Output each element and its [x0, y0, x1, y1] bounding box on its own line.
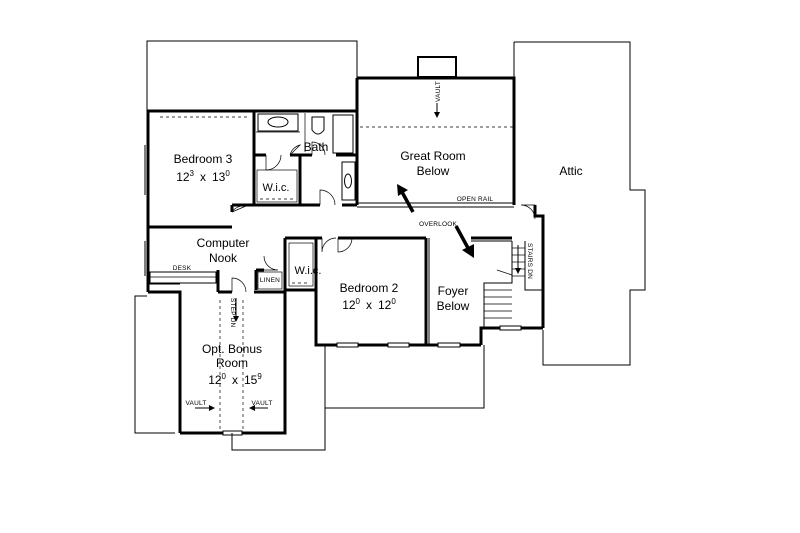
foyer-below: Below: [437, 299, 470, 313]
foyer-name: Foyer: [438, 284, 469, 298]
desk-note: DESK: [173, 265, 192, 272]
bedroom3-name: Bedroom 3: [174, 152, 233, 166]
step-dn-note: STEP DN: [229, 298, 236, 328]
linen-note: LINEN: [260, 277, 280, 284]
bonus-line1: Opt. Bonus: [202, 342, 262, 356]
open-rail-note: OPEN RAIL: [457, 196, 494, 203]
plan-notes: VAULT OPEN RAIL OVERLOOK DESK LINEN STEP…: [173, 81, 533, 407]
vault-left-note: VAULT: [186, 400, 207, 407]
great-room-name: Great Room: [400, 149, 465, 163]
wic2-name: W.i.c.: [295, 265, 322, 277]
closet-rods: [256, 169, 314, 287]
linen-shelf: [257, 271, 283, 290]
stairs-dn-note: STAIRS DN: [526, 243, 533, 279]
windows: [144, 145, 522, 436]
computer-nook-line1: Computer: [197, 236, 250, 250]
bonus-line2: Room: [216, 356, 248, 370]
chimney: [417, 56, 457, 78]
staircase: [483, 241, 543, 328]
desk: [149, 271, 217, 284]
dashed-lines: [160, 116, 514, 430]
interior-walls: [216, 111, 514, 345]
doors: [231, 141, 536, 293]
wic1-name: W.i.c.: [263, 182, 290, 194]
overlook-arrows: [397, 184, 474, 258]
computer-nook-line2: Nook: [209, 251, 238, 265]
overlook-note: OVERLOOK: [419, 221, 458, 228]
bath-fixtures: [256, 113, 356, 201]
vault-great-room-note: VAULT: [435, 81, 442, 102]
bedroom2-name: Bedroom 2: [340, 281, 399, 295]
roof-outline: [134, 40, 646, 451]
attic-name: Attic: [559, 164, 582, 178]
vault-arrows: [195, 103, 440, 411]
bath-name: Bath: [304, 140, 329, 154]
vault-right-note: VAULT: [252, 400, 273, 407]
great-room-below: Below: [417, 164, 450, 178]
